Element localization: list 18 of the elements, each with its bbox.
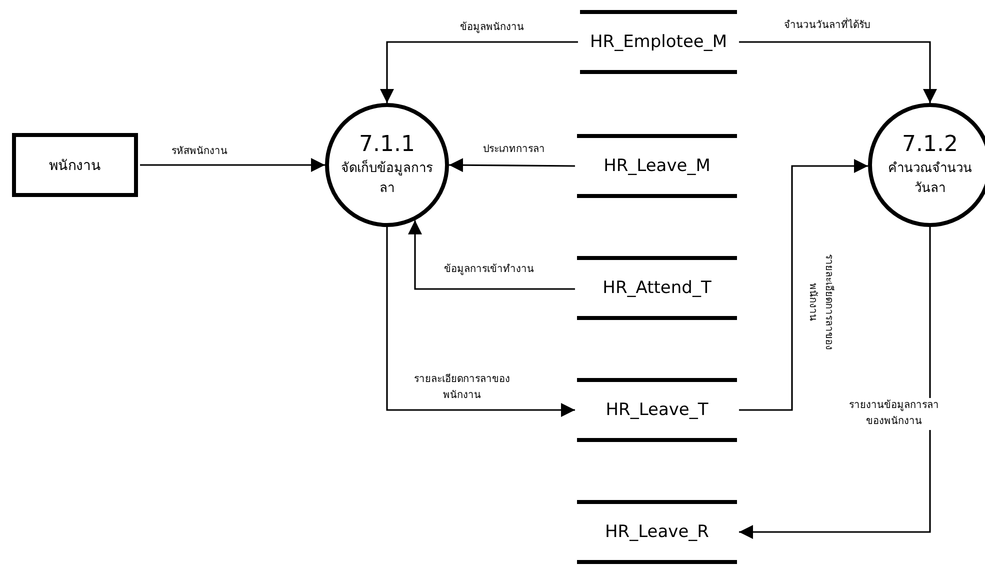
arrow [380,41,578,103]
data-store: HR_Attend_T [577,256,737,320]
process-number: 7.1.1 [359,131,415,159]
arrow [739,159,868,411]
arrow [140,158,325,172]
arrow [449,158,575,172]
process-label: จัดเก็บข้อมูลการลา [340,159,434,198]
data-store: HR_Leave_T [577,378,737,442]
arrow [739,227,931,539]
process-label: คำนวณจำนวนวันลา [887,160,973,198]
arrow [386,227,575,417]
data-store: HR_Leave_M [577,134,737,198]
data-store: HR_Emplotee_M [580,10,737,74]
process-number: 7.1.2 [902,131,958,159]
data-store: HR_Leave_R [577,500,737,564]
entity-box: พนักงาน [12,133,138,197]
arrow [408,220,575,290]
arrow [739,41,937,103]
